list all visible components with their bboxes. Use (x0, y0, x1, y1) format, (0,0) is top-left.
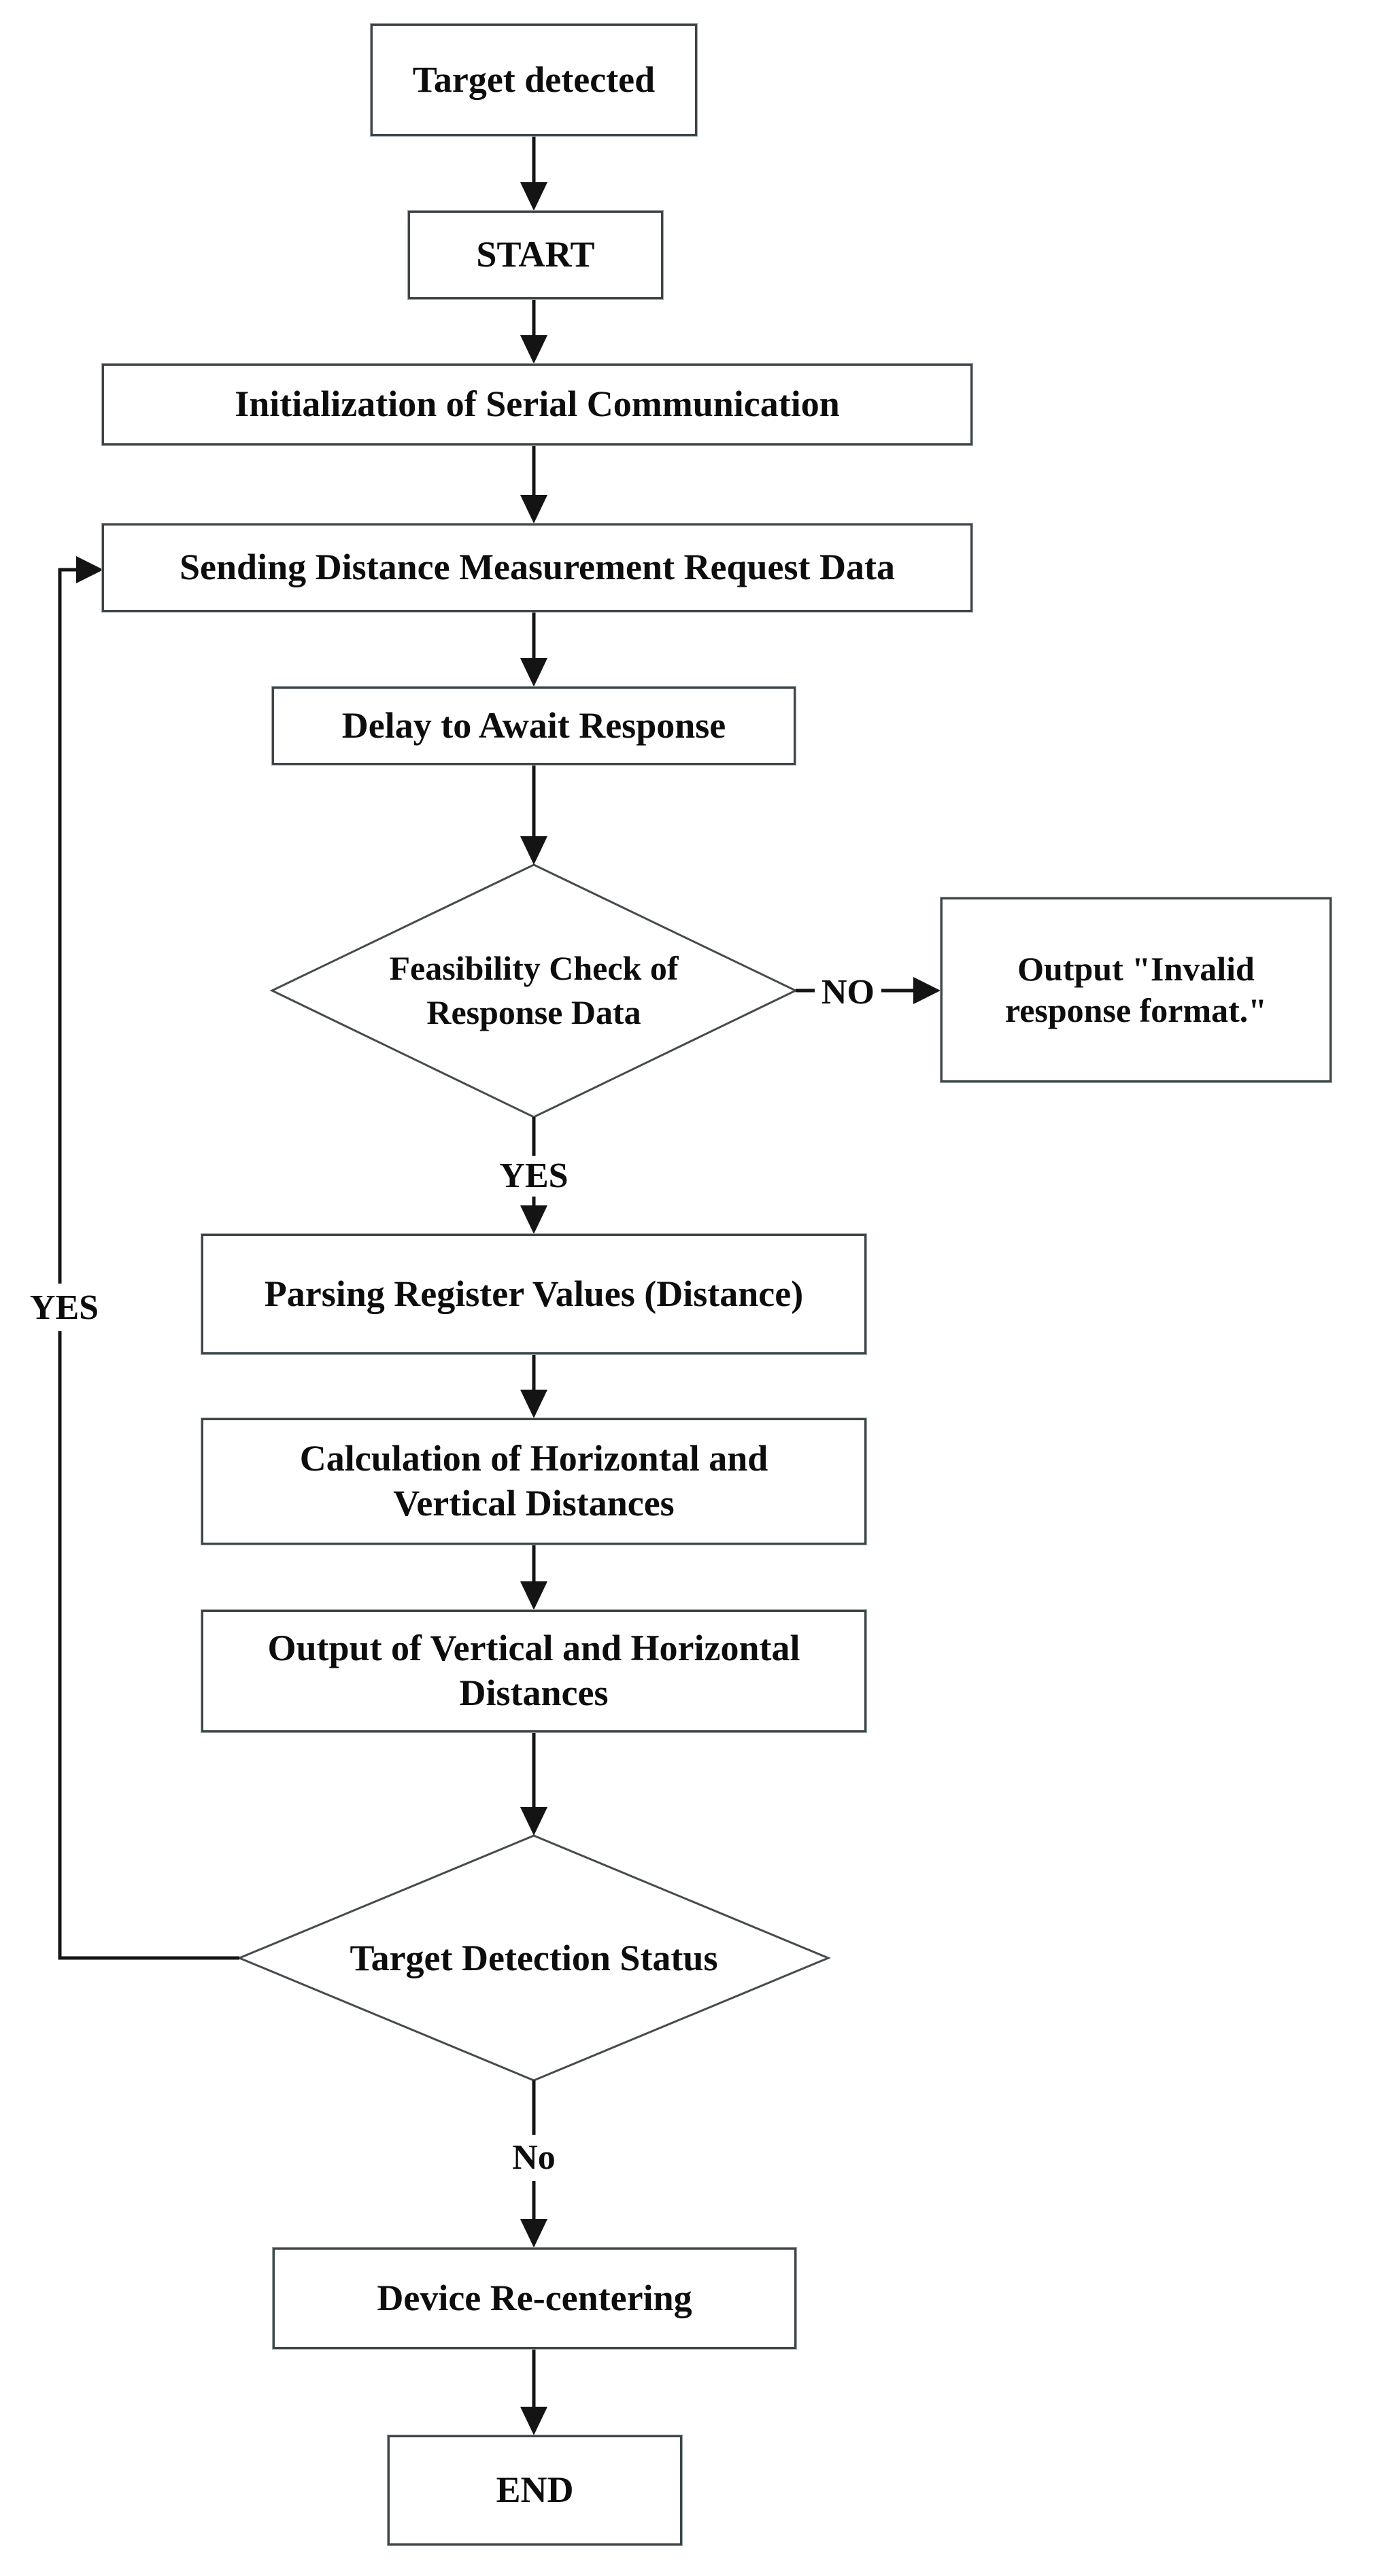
node-end: END (388, 2435, 682, 2545)
edge-label-no-bottom: No (496, 2136, 571, 2178)
node-invalid-output-label: Output "Invalid response format." (1004, 950, 1268, 1029)
decision-feasibility-label: Feasibility Check of Response Data (343, 904, 724, 1077)
node-initialization: Initialization of Serial Communication (102, 364, 972, 445)
node-invalid-output: Output "Invalid response format." (940, 897, 1332, 1082)
arrowhead-into-delay (520, 658, 547, 687)
arrowhead-into-end (520, 2407, 547, 2435)
edge-label-yes-middle-text: YES (499, 1156, 569, 1195)
node-end-label: END (496, 2469, 574, 2511)
decision-feasibility-text: Feasibility Check of Response Data (389, 949, 679, 1031)
node-target-detected: Target detected (371, 24, 697, 136)
node-target-detected-label: Target detected (412, 58, 656, 100)
node-calculation-distances-label: Calculation of Horizontal and Vertical D… (299, 1438, 768, 1524)
edge-label-no-right-text: NO (821, 972, 875, 1012)
arrowhead-into-status (520, 1807, 547, 1836)
node-start: START (408, 211, 663, 299)
edge-label-yes-left-loop: YES (8, 1284, 120, 1331)
node-initialization-label: Initialization of Serial Communication (235, 383, 840, 425)
edge-label-yes-middle: YES (476, 1154, 592, 1197)
arrowhead-feasibility-no (913, 977, 940, 1004)
loop-status-yes-line (58, 568, 239, 1960)
arrowhead-into-feasibility (520, 836, 547, 865)
node-start-label: START (476, 234, 595, 275)
node-output-distances: Output of Vertical and Horizontal Distan… (201, 1610, 866, 1732)
node-device-recentering: Device Re-centering (273, 2248, 796, 2349)
arrowhead-into-init (520, 335, 547, 364)
edge-label-yes-left-text: YES (29, 1288, 99, 1327)
arrowhead-into-device (520, 2219, 547, 2248)
decision-target-status-text: Target Detection Status (350, 1938, 718, 1978)
node-output-distances-label: Output of Vertical and Horizontal Distan… (267, 1628, 800, 1713)
arrowhead-into-parsing (520, 1205, 547, 1234)
arrowhead-into-sending (520, 495, 547, 523)
edge-label-no-bottom-text: No (512, 2137, 556, 2177)
node-calculation-distances: Calculation of Horizontal and Vertical D… (201, 1418, 866, 1545)
node-parsing-registers-label: Parsing Register Values (Distance) (264, 1273, 804, 1314)
node-sending-request: Sending Distance Measurement Request Dat… (102, 523, 972, 612)
edge-label-no-right: NO (815, 967, 881, 1017)
node-delay-response: Delay to Await Response (272, 687, 796, 765)
node-device-recentering-label: Device Re-centering (377, 2277, 692, 2318)
node-sending-request-label: Sending Distance Measurement Request Dat… (180, 547, 895, 588)
decision-target-status-label: Target Detection Status (275, 1917, 792, 1999)
arrowhead-into-calc (520, 1390, 547, 1418)
arrowhead-loop-into-sending (76, 556, 103, 583)
node-parsing-registers: Parsing Register Values (Distance) (201, 1234, 866, 1354)
arrowhead-into-outdist (520, 1581, 547, 1610)
node-delay-response-label: Delay to Await Response (341, 704, 726, 746)
arrowhead-into-start (520, 182, 547, 211)
